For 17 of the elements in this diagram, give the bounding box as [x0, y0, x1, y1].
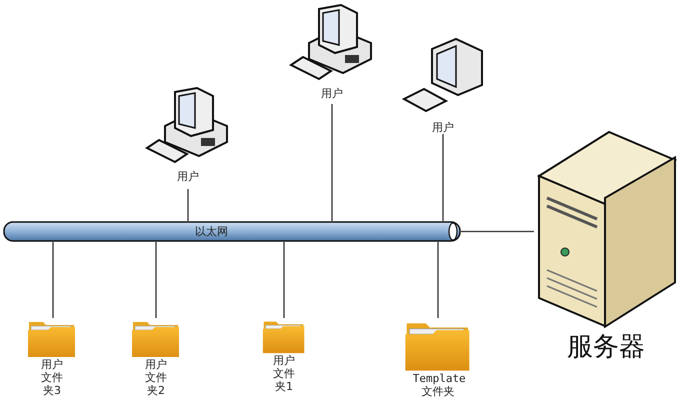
connector-line — [437, 242, 439, 318]
connector-line — [187, 189, 189, 221]
server-label: 服务器 — [567, 332, 645, 362]
folder-label: Template 文件夹 — [412, 372, 464, 398]
connector-line — [461, 230, 534, 232]
connector-line — [283, 242, 285, 318]
folder-label: 用户文件夹1 — [272, 354, 296, 393]
folder-label: 用户文件夹2 — [144, 358, 168, 397]
connector-line — [155, 242, 157, 318]
connector-line — [442, 134, 444, 221]
computer-label: 用户 — [432, 121, 454, 134]
connector-line — [331, 104, 333, 221]
folder-label: 用户文件夹3 — [40, 358, 64, 397]
bus-label: 以太网 — [195, 224, 228, 239]
connector-line — [52, 242, 54, 318]
computer-label: 用户 — [177, 170, 199, 183]
computer-label: 用户 — [321, 87, 343, 100]
